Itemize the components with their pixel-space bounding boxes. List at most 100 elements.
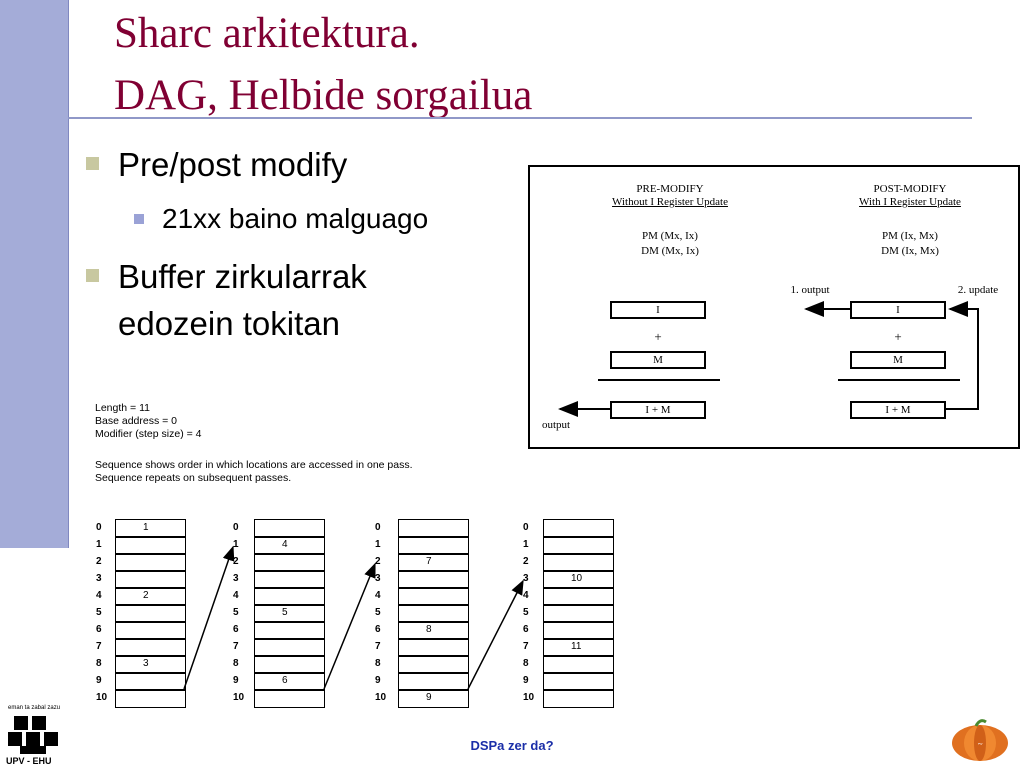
slide-title-line-2: DAG, Helbide sorgailua: [114, 72, 533, 119]
buffer-cell-value: 10: [571, 573, 583, 584]
buffer-index: 10: [375, 692, 387, 703]
buffer-index: 8: [523, 658, 529, 669]
bullet-21xx: 21xx baino malguago: [162, 203, 429, 234]
buffer-index: 6: [96, 624, 102, 635]
pre-reg-m: M: [610, 351, 706, 369]
buffer-index: 3: [523, 573, 529, 584]
buffer-cell: [398, 689, 469, 708]
buffer-index: 7: [523, 641, 529, 652]
bullet-buffer-line-1: Buffer zirkularrak: [118, 258, 367, 295]
buffer-index: 6: [523, 624, 529, 635]
post-output-label: 1. output: [790, 284, 830, 296]
buffer-cell-value: 2: [143, 590, 149, 601]
pre-pm: PM (Mx, Ix): [642, 230, 698, 242]
post-reg-m: M: [850, 351, 946, 369]
buffer-index: 2: [375, 556, 381, 567]
buffer-index: 9: [375, 675, 381, 686]
buffer-index: 0: [375, 522, 381, 533]
buffer-index: 4: [523, 590, 529, 601]
buffer-index: 5: [523, 607, 529, 618]
buffer-index: 1: [96, 539, 102, 550]
modify-arrows: [558, 301, 979, 417]
post-sum-rule: [838, 379, 960, 381]
post-update-label: 2. update: [957, 284, 999, 296]
buffer-index: 5: [233, 607, 239, 618]
buffer-index: 2: [233, 556, 239, 567]
buffer-cell-value: 8: [426, 624, 432, 635]
buffer-cell: [543, 536, 614, 555]
buffer-cell: [543, 604, 614, 623]
buffer-index: 3: [375, 573, 381, 584]
buffer-index: 0: [523, 522, 529, 533]
footer-text: DSPa zer da?: [470, 738, 554, 753]
circ-base: Base address = 0: [95, 415, 178, 427]
pre-plus: +: [654, 329, 662, 344]
buffer-cell: [115, 536, 186, 555]
buffer-index: 0: [96, 522, 102, 533]
post-modify-subheading: With I Register Update: [859, 196, 961, 208]
pre-sum-rule: [598, 379, 720, 381]
wrap-arrow: [183, 545, 235, 690]
buffer-cell: [543, 587, 614, 606]
buffer-cell-value: 3: [143, 658, 149, 669]
wrap-arrow: [323, 562, 376, 690]
buffer-index: 2: [96, 556, 102, 567]
pre-dm: DM (Mx, Ix): [641, 245, 699, 257]
buffer-index: 8: [96, 658, 102, 669]
buffer-index: 2: [523, 556, 529, 567]
buffer-index: 4: [375, 590, 381, 601]
wrap-arrow: [467, 579, 524, 690]
post-reg-i: I: [850, 301, 946, 319]
logo-caption: UPV - EHU: [6, 756, 52, 766]
post-dm: DM (Ix, Mx): [881, 245, 939, 257]
buffer-index: 9: [233, 675, 239, 686]
buffer-cell: [115, 689, 186, 708]
pre-modify-heading: PRE-MODIFY: [636, 183, 704, 195]
buffer-cell-value: 1: [143, 522, 149, 533]
buffer-index: 7: [96, 641, 102, 652]
buffer-index: 6: [233, 624, 239, 635]
buffer-cell-value: 11: [571, 641, 582, 652]
buffer-cell: [543, 638, 614, 657]
buffer-cell: [254, 536, 325, 555]
pre-output-label: output: [541, 419, 571, 431]
buffer-index: 5: [375, 607, 381, 618]
buffer-index: 6: [375, 624, 381, 635]
buffer-cell-value: 5: [282, 607, 288, 618]
sub-bullet-square-icon: [134, 214, 144, 224]
buffer-cell: [398, 570, 469, 589]
buffer-index: 10: [233, 692, 245, 703]
pumpkin-logo: ~: [952, 719, 1008, 761]
buffer-index: 9: [96, 675, 102, 686]
buffer-cell: [398, 536, 469, 555]
buffer-index: 7: [375, 641, 381, 652]
buffer-cell: [543, 519, 614, 538]
post-plus: +: [894, 329, 902, 344]
bullet-square-icon: [86, 157, 99, 170]
buffer-index: 0: [233, 522, 239, 533]
pre-reg-i: I: [610, 301, 706, 319]
buffer-cell: [543, 655, 614, 674]
buffer-index: 10: [96, 692, 108, 703]
buffer-cell-value: 4: [282, 539, 288, 550]
sidebar-band: [0, 0, 69, 548]
logo-motto: eman ta zabal zazu: [8, 705, 61, 711]
buffer-index: 1: [233, 539, 239, 550]
title-divider: [68, 117, 972, 119]
bullet-pre-post-modify: Pre/post modify: [118, 146, 348, 183]
buffer-cell: [398, 519, 469, 538]
bullet-square-icon: [86, 269, 99, 282]
bullet-buffer-line-2: edozein tokitan: [118, 305, 340, 342]
circ-sequence-2: Sequence repeats on subsequent passes.: [95, 472, 292, 484]
buffer-index: 1: [375, 539, 381, 550]
buffer-index: 5: [96, 607, 102, 618]
buffer-cell-value: 6: [282, 675, 288, 686]
buffer-index: 8: [375, 658, 381, 669]
buffer-cell: [543, 570, 614, 589]
buffer-cell: [543, 689, 614, 708]
buffer-index: 3: [233, 573, 239, 584]
buffer-index: 4: [96, 590, 102, 601]
buffer-index: 3: [96, 573, 102, 584]
buffer-index: 10: [523, 692, 535, 703]
circ-sequence-1: Sequence shows order in which locations …: [95, 459, 413, 471]
